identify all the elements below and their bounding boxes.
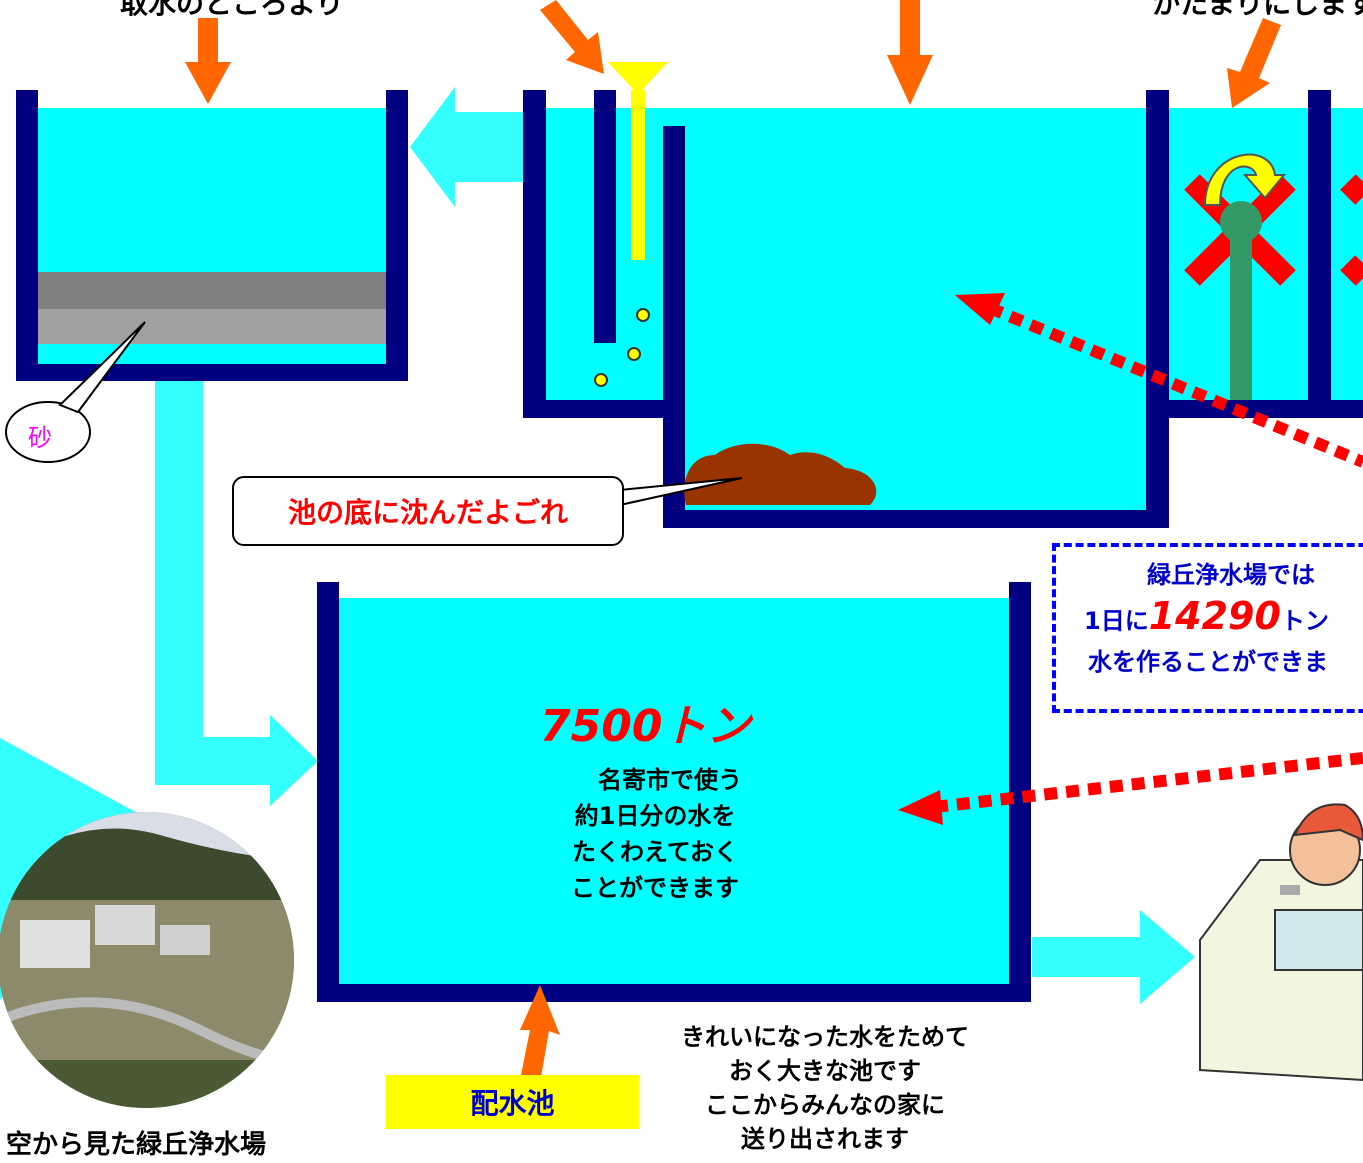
mixer-paddle-icon — [1230, 220, 1252, 400]
dotted-arrow-head — [898, 790, 943, 825]
sediment-callout: 池の底に沈んだよごれ — [232, 476, 624, 546]
bubble-icon — [636, 308, 650, 322]
filter-wall-left — [16, 90, 38, 381]
orange-down-arrow-icon — [887, 0, 933, 105]
sediment-label: 池の底に沈んだよごれ — [287, 496, 568, 529]
sand-label: 砂 — [28, 424, 52, 452]
reservoir-desc-line3: たくわえておく — [571, 838, 739, 866]
reservoir-amount: 7500トン — [540, 701, 751, 752]
orange-arrows — [185, 0, 1281, 1077]
reservoir-explanation: きれいになった水をためて おく大きな池です ここからみんなの家に 送り出されます — [640, 1020, 1010, 1156]
explain-line2: おく大きな池です — [729, 1057, 921, 1085]
note-line2-prefix: 1日に — [1084, 607, 1149, 635]
dotted-arrow-head — [955, 293, 1005, 325]
reservoir-desc-line1: 名寄市で使う — [598, 766, 742, 794]
note-line2-number: 14290 — [1148, 594, 1281, 638]
sand-layer-bottom — [38, 309, 386, 344]
reservoir-wall-bottom — [317, 984, 1031, 1002]
mix-wall-bottom — [523, 400, 663, 418]
funnel-icon — [608, 62, 668, 90]
sand-callout-pointer — [58, 321, 146, 414]
filter-wall-right — [386, 90, 408, 381]
filter-wall-bottom — [16, 364, 408, 381]
photo-caption: 空から見た緑丘浄水場 — [6, 1130, 267, 1160]
flow-arrow-to-filter — [410, 87, 523, 207]
dotted-arrows — [934, 302, 1363, 813]
sediment-blob — [684, 443, 877, 505]
person-at-sink-illustration — [1199, 803, 1363, 1082]
mix-baffle — [594, 90, 616, 343]
reservoir-water — [339, 598, 1009, 984]
reservoir-name-label: 配水池 — [386, 1075, 639, 1129]
sand-layer-top — [38, 272, 386, 309]
explain-line1: きれいになった水をためて — [681, 1023, 969, 1051]
bubble-icon — [627, 347, 641, 361]
chemical-pipe — [631, 90, 645, 260]
reservoir-desc-line2: 約1日分の水を — [574, 802, 736, 830]
sed-wall-right — [1146, 90, 1169, 528]
orange-diagonal-arrow-icon — [540, 0, 604, 74]
sed-water — [666, 108, 1146, 510]
orange-up-arrow-icon — [520, 985, 560, 1077]
rotation-arrow-icon — [1203, 153, 1287, 206]
capacity-note: 緑丘浄水場では 1日に14290トン 水を作ることができま — [1052, 543, 1363, 713]
explain-line3: ここからみんなの家に — [705, 1091, 945, 1119]
note-line2: 1日に14290トン — [1056, 594, 1363, 638]
explain-line4: 送り出されます — [741, 1125, 909, 1153]
flow-arrow-to-home — [1140, 910, 1195, 1004]
bubble-icon — [594, 373, 608, 387]
note-line3: 水を作ることができま — [1088, 648, 1328, 676]
aerial-photo — [0, 812, 294, 1108]
top-left-cut-label: 取水のところより — [120, 0, 344, 20]
flow-arrow-to-reservoir — [270, 715, 318, 806]
floc-wall-mid — [1308, 90, 1331, 400]
flow-pipe-filter-down — [155, 380, 203, 785]
sed-wall-bottom — [663, 510, 1169, 528]
orange-down-arrow-icon — [185, 18, 231, 104]
reservoir-desc-line4: ことができます — [571, 874, 739, 902]
floc-water-2 — [1330, 108, 1363, 400]
mix-wall-left — [523, 90, 546, 418]
reservoir-wall-right — [1009, 582, 1031, 1002]
note-line2-suffix: トン — [1280, 607, 1329, 635]
reservoir-desc: 名寄市で使う 約1日分の水を たくわえておく ことができます — [530, 762, 780, 906]
orange-diagonal-arrow-icon — [1227, 18, 1281, 108]
floc-wall-bottom — [1169, 400, 1363, 418]
mixer-head-icon — [1220, 201, 1262, 243]
note-line1: 緑丘浄水場では — [1147, 561, 1315, 589]
sand-callout-bubble — [5, 401, 91, 463]
flow-pipe-to-home — [1032, 937, 1140, 977]
flow-pipe-to-reservoir — [155, 737, 270, 785]
reservoir-wall-left — [317, 582, 339, 1002]
top-right-cut-label: かたまりにします — [1152, 0, 1363, 20]
reservoir-name: 配水池 — [470, 1087, 555, 1120]
sed-wall-left — [663, 126, 685, 526]
